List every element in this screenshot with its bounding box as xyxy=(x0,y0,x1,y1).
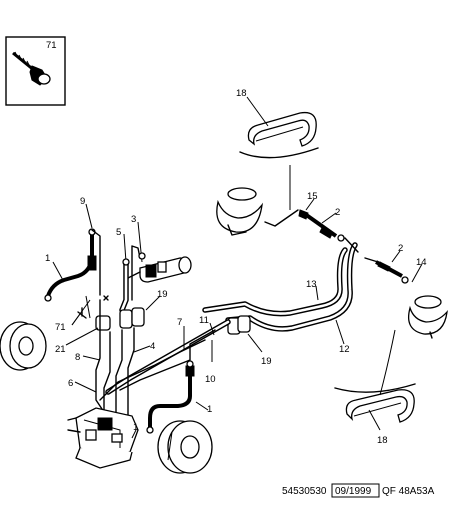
caliper-left xyxy=(216,187,263,236)
callout-7: 7 xyxy=(177,317,182,328)
pipe-12-13 xyxy=(202,237,379,332)
callout-71: 71 xyxy=(55,322,66,333)
callout-2-left: 2 xyxy=(335,207,340,218)
callout-15: 15 xyxy=(307,191,318,202)
flex-hose-rear-left xyxy=(298,209,345,242)
callout-8: 8 xyxy=(75,352,80,363)
flex-hose-front-left xyxy=(44,228,97,302)
callout-9: 9 xyxy=(80,196,85,207)
footer-code: QF 48A53A xyxy=(382,486,435,497)
callout-1-abs: 1 xyxy=(133,422,138,433)
brake-pad-bottom xyxy=(334,383,416,423)
callout-1-left: 1 xyxy=(45,253,50,264)
callout-5: 5 xyxy=(116,227,121,238)
brake-disc-front-right xyxy=(157,420,213,474)
brake-disc-front-left xyxy=(0,321,47,371)
pipe-clip-center xyxy=(227,315,251,335)
callout-10: 10 xyxy=(205,374,216,385)
callout-18-top: 18 xyxy=(236,88,247,99)
callout-2-right: 2 xyxy=(398,243,403,254)
callout-18-bottom: 18 xyxy=(377,435,388,446)
brake-pad-top xyxy=(239,111,319,159)
callout-4: 4 xyxy=(150,341,155,352)
bracket-fixing xyxy=(77,295,111,331)
part-number: 54530530 xyxy=(282,486,327,497)
callout-21: 21 xyxy=(55,344,66,355)
callout-11: 11 xyxy=(199,315,209,326)
footer-reference: 54530530 09/1999 QF 48A53A xyxy=(282,483,435,498)
callout-19-left: 19 xyxy=(157,289,168,300)
flex-hose-front-right xyxy=(146,360,195,434)
callout-14: 14 xyxy=(416,257,427,268)
pipe-clip-master xyxy=(119,307,145,329)
flex-hose-rear-right xyxy=(375,260,409,284)
callout-19-right: 19 xyxy=(261,356,272,367)
callout-13: 13 xyxy=(306,279,317,290)
callout-1-bottom: 1 xyxy=(207,404,212,415)
callout-12: 12 xyxy=(339,344,350,355)
inset-label: 71 xyxy=(46,40,57,51)
abs-hydraulic-unit xyxy=(67,407,139,469)
inset-box: 71 xyxy=(5,36,66,106)
footer-date: 09/1999 xyxy=(335,486,372,497)
caliper-right xyxy=(407,295,448,339)
callout-3: 3 xyxy=(131,214,136,225)
callout-6: 6 xyxy=(68,378,73,389)
screw-icon xyxy=(12,51,51,86)
